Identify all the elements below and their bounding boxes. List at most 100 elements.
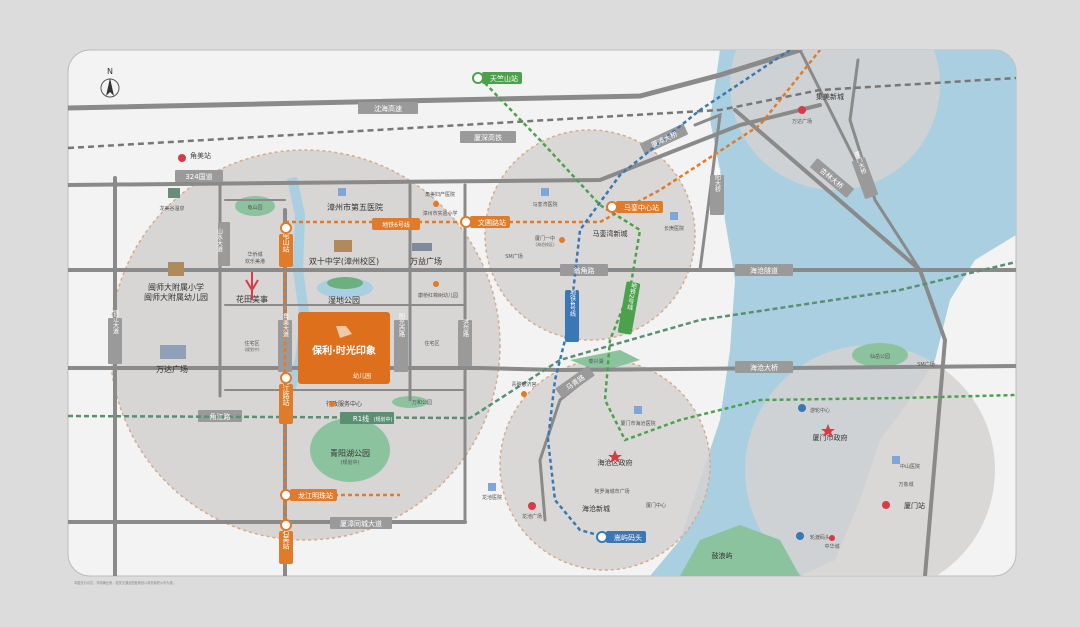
place-longchi-plaza: 龙池广场 bbox=[522, 513, 542, 520]
line2-label-box bbox=[617, 281, 641, 335]
metro-station-label: 龟山站 bbox=[282, 231, 290, 254]
metro-station-icon bbox=[280, 222, 292, 234]
place-wanda-jimei: 万达广场 bbox=[792, 118, 812, 125]
metro-station-label: 天竺山站 bbox=[490, 74, 518, 83]
project-block[interactable]: 保利·时光印象 幼儿园 bbox=[298, 312, 390, 384]
road-label-jiaojiang: 角江路 bbox=[210, 412, 231, 421]
disclaimer-text: 本图仅为示意，非精确比例，相关交通及配套规划以政府最终公布为准。 bbox=[74, 580, 176, 585]
metro-station-icon bbox=[460, 216, 472, 228]
place-kangqiao-kinder: 康桥红棉树幼儿园 bbox=[418, 292, 458, 299]
gov-star-icon-xiamen bbox=[821, 424, 835, 437]
road-label-hongdai: 洪岱路 bbox=[462, 318, 469, 338]
line6-label-box bbox=[372, 218, 420, 230]
metro-station-label: 嵩屿码头 bbox=[614, 533, 642, 542]
place-guishan: 龟山园 bbox=[247, 204, 262, 211]
wanda-building-icon bbox=[160, 345, 186, 359]
line6-label: 地铁6号线 bbox=[382, 221, 410, 229]
hospital-icon bbox=[338, 188, 346, 196]
anchor-icon-lundu bbox=[796, 532, 804, 540]
place-longmei-spa: 龙美谷温泉 bbox=[159, 205, 184, 212]
road-label-shenhai: 沈海高速 bbox=[374, 104, 402, 113]
hospital-icon-longchi bbox=[488, 483, 496, 491]
place-xianyue-park: 仙岳公园 bbox=[870, 353, 890, 360]
road-label-xiashen: 厦深高铁 bbox=[474, 133, 502, 142]
metro-station-icon bbox=[280, 372, 292, 384]
place-xiamen-gov: 厦门市政府 bbox=[813, 433, 848, 442]
place-huanle-coast: 欢乐美港 bbox=[245, 258, 265, 265]
place-tai-lake: 泰兴湖 bbox=[588, 358, 603, 365]
place-wanxiang: 万象城 bbox=[898, 481, 913, 488]
metro-station-label: 石美站 bbox=[282, 529, 290, 551]
place-wetland-park: 湿地公园 bbox=[328, 295, 360, 305]
north-arrow-icon bbox=[106, 78, 114, 96]
place-wanda-plaza: 万达广场 bbox=[156, 364, 188, 374]
metro-station[interactable]: 海江路站 bbox=[279, 372, 293, 424]
place-jimei-newtown: 集美新城 bbox=[816, 92, 844, 101]
road-label-g324: 324国道 bbox=[185, 172, 212, 181]
r1-line bbox=[68, 260, 1016, 420]
metro-station[interactable]: 文圃路站 bbox=[460, 216, 510, 228]
metro-station-icon bbox=[472, 72, 484, 84]
place-aluo-plaza: 阿罗海城市广场 bbox=[594, 488, 629, 495]
metro-station[interactable]: 天竺山站 bbox=[472, 72, 522, 84]
line4-label-box bbox=[565, 290, 579, 342]
place-residential-a-note: (规划中) bbox=[244, 346, 260, 352]
place-haicang-hospital: 厦门市海沧医院 bbox=[620, 420, 655, 427]
metro-line-labels: 地铁4号线 地铁2号线 地铁6号线 山水大道 锦江大道 角美大道 阳光西路 洪岱… bbox=[112, 150, 867, 342]
metro-station-icon bbox=[596, 531, 608, 543]
windmill-icon bbox=[245, 272, 259, 300]
place-qingjiao: 青礁慈济宫 bbox=[511, 381, 536, 388]
place-haicang-newtown: 海沧新城 bbox=[582, 504, 610, 513]
metro-station[interactable]: 石美站 bbox=[279, 519, 293, 564]
admin-icon bbox=[329, 401, 335, 407]
hospital-icon-changgeng bbox=[670, 212, 678, 220]
metro-station[interactable]: 马銮中心站 bbox=[606, 201, 663, 213]
road-label-haicang-bridge: 海沧大桥 bbox=[750, 363, 778, 372]
metro-station-label: 海江路站 bbox=[282, 377, 290, 407]
mall-building-icon bbox=[412, 243, 432, 251]
place-maluan-hospital: 马銮湾医院 bbox=[532, 201, 557, 208]
metro-station[interactable]: 嵩屿码头 bbox=[596, 531, 646, 543]
xiashen-railway bbox=[68, 76, 1016, 150]
place-maluan-newtown: 马銮湾新城 bbox=[593, 229, 628, 238]
road-label-jiaomei: 角美大道 bbox=[282, 312, 289, 338]
place-zhangzhou-5th-hospital: 漳州市第五医院 bbox=[327, 202, 383, 212]
metro-station[interactable]: 龙江明珠站 bbox=[280, 489, 337, 501]
wetland-island bbox=[327, 277, 363, 289]
place-minshi-primary: 闽师大附属小学 bbox=[148, 282, 204, 292]
place-sm-plaza-b: SM广场 bbox=[917, 361, 935, 368]
hospital-icon-haicang bbox=[634, 406, 642, 414]
line2-label: 地铁2号线 bbox=[625, 281, 637, 311]
anchor-icon-youlun bbox=[798, 404, 806, 412]
place-residential-a: 住宅区 bbox=[244, 340, 259, 347]
school-icon-kangqiao bbox=[433, 281, 439, 287]
school-icon-qingjiao bbox=[521, 391, 527, 397]
compass: N bbox=[100, 67, 120, 98]
road-label-haicang-tunnel: 海沧隧道 bbox=[750, 266, 778, 275]
mall-icon-jimei bbox=[798, 106, 806, 114]
zone-xiamen bbox=[745, 345, 995, 576]
school-icon bbox=[559, 237, 565, 243]
road-label-xiazhang-tongcheng: 厦漳同城大道 bbox=[340, 519, 382, 528]
place-minshi-kinder: 闽师大附属幼儿园 bbox=[144, 292, 208, 302]
place-women-hospital: 角美妇产医院 bbox=[425, 191, 455, 198]
hospital-icon-maluan bbox=[541, 188, 549, 196]
metro-station-icon bbox=[280, 519, 292, 531]
place-lundu-terminal: 轮渡码头 bbox=[810, 534, 830, 541]
project-name: 保利·时光印象 bbox=[311, 344, 376, 357]
road-label-xinyang-bridge: 新阳大桥 bbox=[714, 167, 721, 193]
metro-station[interactable]: 龟山站 bbox=[279, 222, 293, 267]
metro-line-4 bbox=[546, 50, 791, 539]
place-shuangshi: 双十中学(漳州校区) bbox=[309, 256, 379, 266]
road-label-wengjiao: 翁角路 bbox=[574, 266, 595, 275]
road-label-jinjiang: 锦江大道 bbox=[112, 309, 119, 335]
r1-label-box bbox=[340, 412, 394, 424]
road-label-r1: R1线 bbox=[353, 414, 369, 423]
poi-icons bbox=[160, 106, 900, 541]
metro-line-2 bbox=[479, 77, 1016, 442]
zone-jimei bbox=[730, 50, 940, 190]
road-label-shanshui: 山水大道 bbox=[216, 227, 223, 253]
metro-station-label: 龙江明珠站 bbox=[298, 491, 333, 500]
